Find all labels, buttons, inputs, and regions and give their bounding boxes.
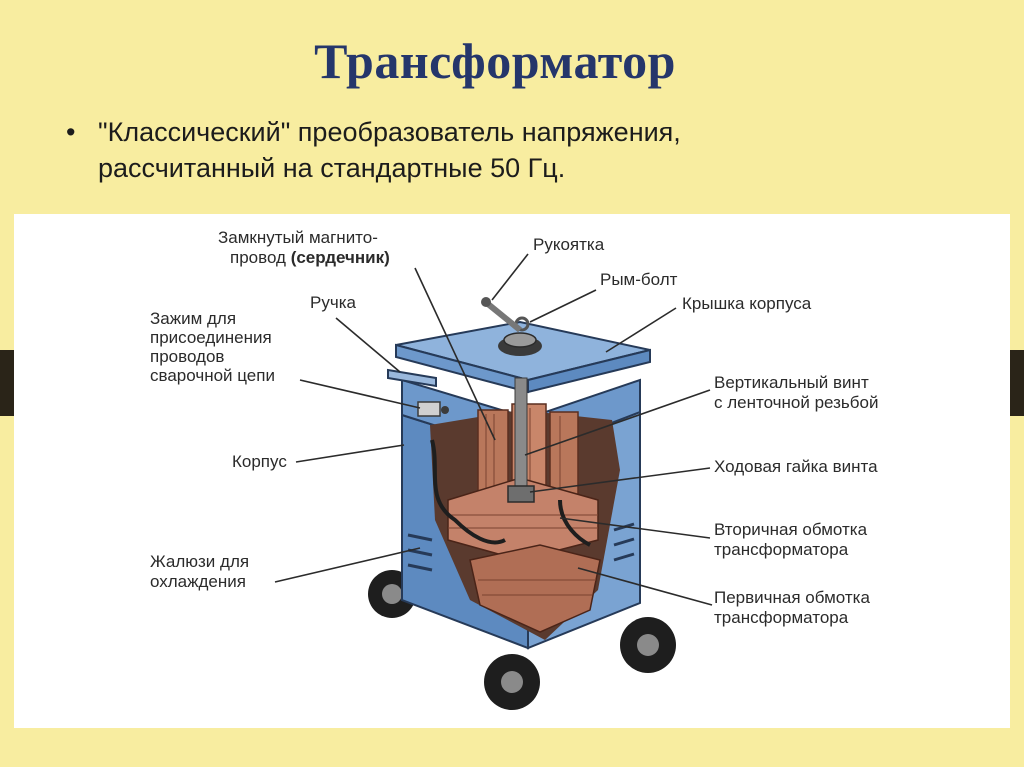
label-primary-line1: Первичная обмотка (714, 588, 870, 607)
label-nut: Ходовая гайка винта (714, 457, 878, 476)
bullet-line-1: "Классический" преобразователь напряжени… (98, 117, 681, 147)
bullet-icon: • (66, 117, 76, 147)
label-secondary-line2: трансформатора (714, 540, 849, 559)
cooling-louvers (407, 522, 635, 572)
terminal-clamp (417, 401, 449, 417)
primary-winding (469, 544, 601, 633)
label-clamp-line1: Зажим для (150, 309, 236, 328)
label-crank-handle: Рукоятка (533, 235, 605, 254)
label-clamp-line3: проводов (150, 347, 224, 366)
leader-lines (274, 253, 713, 606)
label-core-line2a: провод (230, 248, 291, 267)
label-core-line1: Замкнутый магнито- (218, 228, 378, 247)
label-grip: Ручка (310, 293, 357, 312)
label-housing: Корпус (232, 452, 287, 471)
wheel-front-left (484, 654, 540, 710)
label-eye-bolt: Рым-болт (600, 270, 678, 289)
label-lid: Крышка корпуса (682, 294, 812, 313)
label-clamp-line4: сварочной цепи (150, 366, 275, 385)
label-core-line2: провод (сердечник) (230, 248, 390, 267)
bullet-point: • "Классический" преобразователь напряже… (66, 114, 946, 186)
wheel-front-right (620, 617, 676, 673)
label-core-line2b: (сердечник) (291, 248, 390, 267)
crank-handle (481, 297, 522, 333)
label-clamp-line2: присоединения (150, 328, 272, 347)
transformer-illustration (368, 297, 676, 710)
label-screw-line2: с ленточной резьбой (714, 393, 878, 412)
label-secondary-line1: Вторичная обмотка (714, 520, 868, 539)
bullet-line-2: рассчитанный на стандартные 50 Гц. (98, 153, 566, 183)
slide-title: Трансформатор (314, 33, 676, 89)
label-louvers-line1: Жалюзи для (150, 552, 249, 571)
side-grip (387, 368, 437, 388)
label-screw-line1: Вертикальный винт (714, 373, 869, 392)
label-primary-line2: трансформатора (714, 608, 849, 627)
label-louvers-line2: охлаждения (150, 572, 246, 591)
